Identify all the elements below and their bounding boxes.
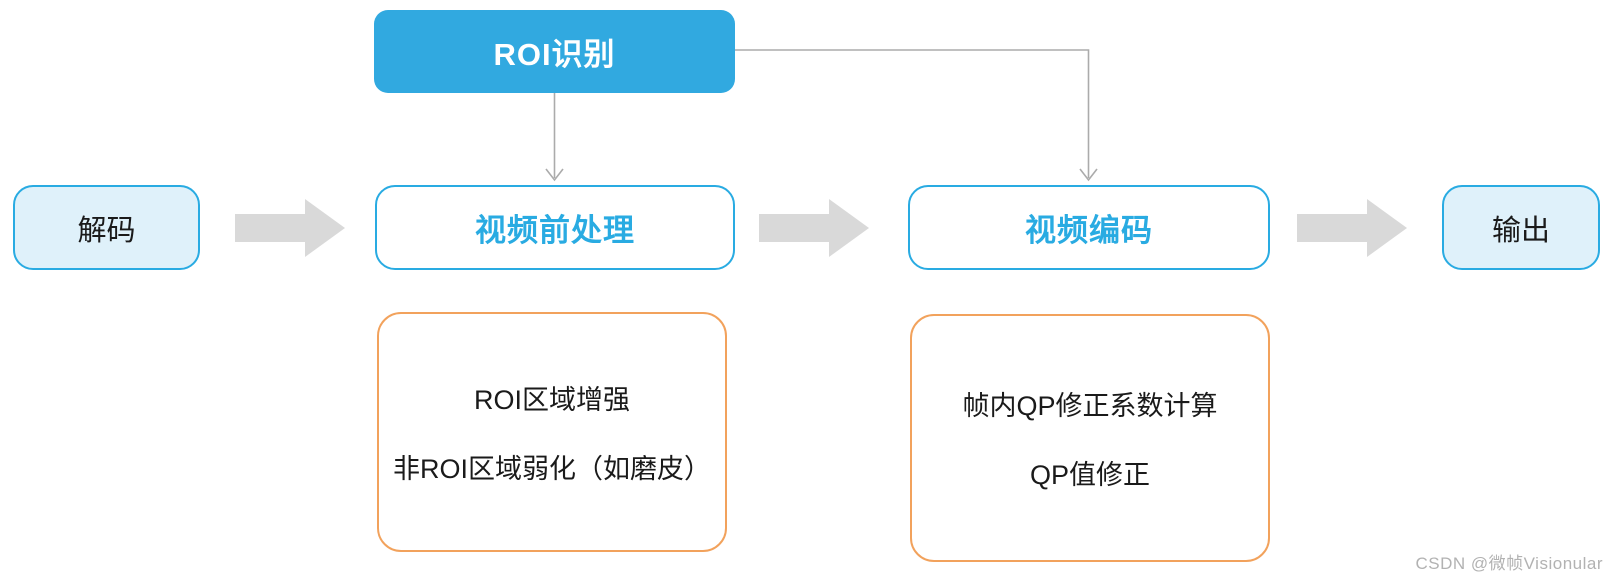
node-video-encode: 视频编码: [908, 185, 1270, 270]
arrowhead-down-icon: [545, 168, 564, 182]
watermark: CSDN @微帧Visionular: [1415, 554, 1603, 573]
node-preprocess-label: 视频前处理: [475, 213, 635, 248]
node-output-label: 输出: [1491, 214, 1550, 247]
preprocess-detail-box: ROI区域增强 非ROI区域弱化（如磨皮）: [377, 312, 727, 552]
encode-detail-line: 帧内QP修正系数计算: [962, 391, 1218, 421]
node-roi-label: ROI识别: [493, 37, 616, 72]
roi-to-encode-line: [735, 49, 1090, 178]
preprocess-detail-line: 非ROI区域弱化（如磨皮）: [392, 454, 711, 484]
node-output: 输出: [1442, 185, 1600, 270]
node-encode-label: 视频编码: [1025, 213, 1153, 248]
node-decode: 解码: [13, 185, 200, 270]
encode-detail-line: QP值修正: [1029, 460, 1150, 490]
node-decode-label: 解码: [77, 214, 136, 247]
encode-detail-box: 帧内QP修正系数计算 QP值修正: [910, 314, 1270, 562]
flow-arrow-icon: [759, 199, 869, 257]
node-roi-recognition: ROI识别: [374, 10, 735, 93]
flow-arrow-icon: [1297, 199, 1407, 257]
arrowhead-down-icon: [1079, 168, 1098, 182]
flow-arrow-icon: [235, 199, 345, 257]
node-video-preprocess: 视频前处理: [375, 185, 735, 270]
preprocess-detail-line: ROI区域增强: [473, 385, 630, 415]
